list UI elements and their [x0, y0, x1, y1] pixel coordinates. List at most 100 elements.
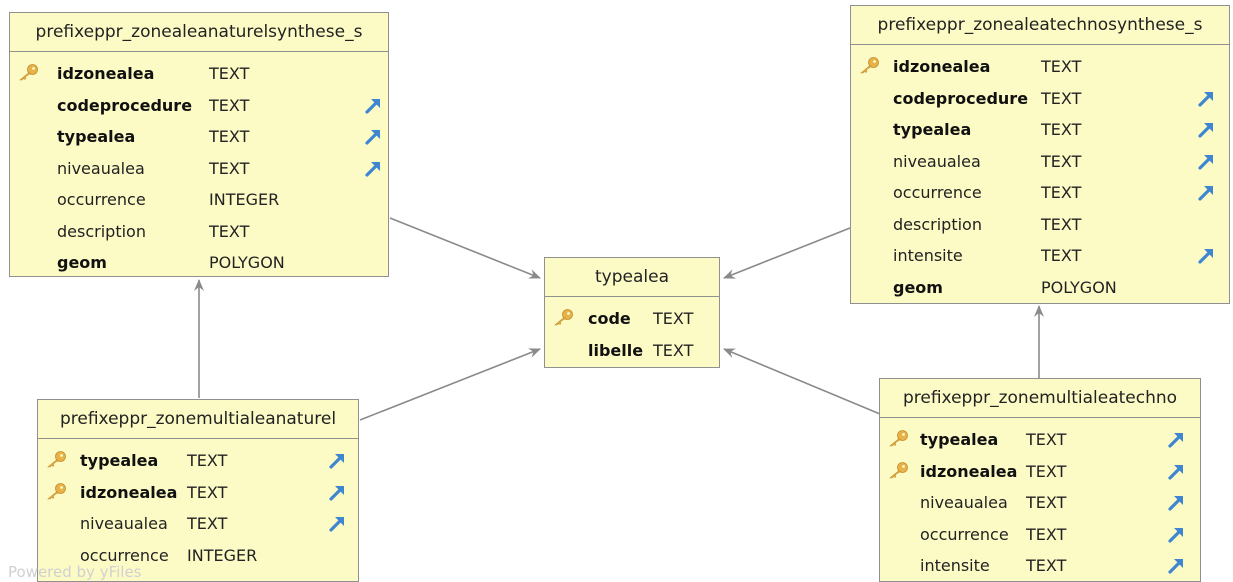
foreign-key-arrow-icon[interactable]	[364, 158, 384, 178]
column-type: TEXT	[1026, 430, 1067, 449]
primary-key-icon	[888, 429, 910, 447]
column-row[interactable]: geom POLYGON	[851, 273, 1229, 305]
column-type: POLYGON	[209, 253, 285, 272]
column-name: code	[588, 309, 631, 328]
foreign-key-arrow-icon[interactable]	[1167, 492, 1187, 512]
column-row[interactable]: intensite TEXT	[880, 551, 1200, 582]
column-type: TEXT	[1041, 88, 1082, 108]
foreign-key-arrow-icon[interactable]	[328, 482, 348, 502]
foreign-key-arrow-icon[interactable]	[1197, 151, 1217, 171]
column-type: TEXT	[187, 451, 228, 470]
column-name: occurrence	[80, 545, 169, 565]
column-type: TEXT	[209, 158, 250, 178]
table-title: prefixeppr_zonemultialeanaturel	[38, 400, 358, 439]
column-row[interactable]: occurrence INTEGER	[38, 541, 358, 573]
column-type: TEXT	[1026, 556, 1067, 575]
column-name: codeprocedure	[57, 95, 193, 115]
column-type: POLYGON	[1041, 277, 1117, 297]
column-type: TEXT	[653, 309, 694, 328]
column-row[interactable]: geom POLYGON	[10, 248, 388, 280]
column-type: TEXT	[1026, 461, 1067, 481]
foreign-key-arrow-icon[interactable]	[1197, 245, 1217, 265]
table-prefixeppr-zonealeanaturelsynthese-s[interactable]: prefixeppr_zonealeanaturelsynthese_s idz…	[9, 12, 389, 277]
table-title: prefixeppr_zonemultialeatechno	[880, 379, 1200, 418]
edge-t2-to-typealea	[723, 227, 851, 279]
column-type: TEXT	[209, 64, 250, 83]
foreign-key-arrow-icon[interactable]	[364, 95, 384, 115]
foreign-key-arrow-icon[interactable]	[1167, 461, 1187, 481]
column-type: TEXT	[1041, 183, 1082, 202]
column-name: occurrence	[920, 524, 1009, 544]
column-type: TEXT	[1026, 493, 1067, 512]
column-name: idzonealea	[57, 64, 155, 83]
column-name: codeprocedure	[893, 88, 1029, 108]
column-type: TEXT	[187, 482, 228, 502]
edge-t5-to-typealea	[723, 348, 881, 415]
column-name: description	[57, 221, 146, 241]
column-name: idzonealea	[920, 461, 1018, 481]
column-row[interactable]: idzonealea TEXT	[851, 52, 1229, 84]
primary-key-icon	[859, 56, 881, 74]
column-name: geom	[893, 277, 943, 297]
column-name: idzonealea	[893, 57, 991, 76]
column-row[interactable]: description TEXT	[10, 217, 388, 249]
column-row[interactable]: codeprocedure TEXT	[851, 84, 1229, 116]
column-name: typealea	[57, 127, 136, 146]
foreign-key-arrow-icon[interactable]	[328, 513, 348, 533]
column-type: TEXT	[653, 340, 694, 360]
column-name: geom	[57, 253, 107, 272]
column-type: TEXT	[1041, 57, 1082, 76]
column-name: typealea	[80, 451, 159, 470]
column-type: INTEGER	[187, 545, 258, 565]
column-name: niveaualea	[80, 514, 168, 533]
primary-key-icon	[46, 450, 68, 468]
foreign-key-arrow-icon[interactable]	[1167, 555, 1187, 575]
column-row[interactable]: typealea TEXT	[38, 446, 358, 478]
column-name: libelle	[588, 340, 644, 360]
column-type: TEXT	[1041, 246, 1082, 265]
column-type: TEXT	[209, 221, 250, 241]
table-title: prefixeppr_zonealeanaturelsynthese_s	[10, 13, 388, 52]
column-row[interactable]: idzonealea TEXT	[10, 59, 388, 91]
foreign-key-arrow-icon[interactable]	[1167, 524, 1187, 544]
column-type: TEXT	[1041, 214, 1082, 234]
column-name: typealea	[893, 120, 972, 139]
column-row[interactable]: idzonealea TEXT	[880, 457, 1200, 489]
column-row[interactable]: libelle TEXT	[545, 336, 719, 368]
primary-key-icon	[46, 482, 68, 500]
column-row[interactable]: code TEXT	[545, 304, 719, 336]
foreign-key-arrow-icon[interactable]	[1197, 119, 1217, 139]
table-prefixeppr-zonemultialeanaturel[interactable]: prefixeppr_zonemultialeanaturel typealea…	[37, 399, 359, 582]
table-prefixeppr-zonealeatechnosynthese-s[interactable]: prefixeppr_zonealeatechnosynthese_s idzo…	[850, 5, 1230, 304]
foreign-key-arrow-icon[interactable]	[364, 126, 384, 146]
column-name: niveaualea	[893, 151, 981, 171]
column-name: intensite	[920, 556, 990, 575]
column-type: TEXT	[1041, 151, 1082, 171]
column-row[interactable]: niveaualea TEXT	[851, 147, 1229, 179]
column-type: TEXT	[1041, 120, 1082, 139]
foreign-key-arrow-icon[interactable]	[1197, 182, 1217, 202]
foreign-key-arrow-icon[interactable]	[1197, 88, 1217, 108]
column-row[interactable]: typealea TEXT	[851, 115, 1229, 147]
table-title: typealea	[545, 258, 719, 297]
foreign-key-arrow-icon[interactable]	[1167, 429, 1187, 449]
foreign-key-arrow-icon[interactable]	[328, 450, 348, 470]
